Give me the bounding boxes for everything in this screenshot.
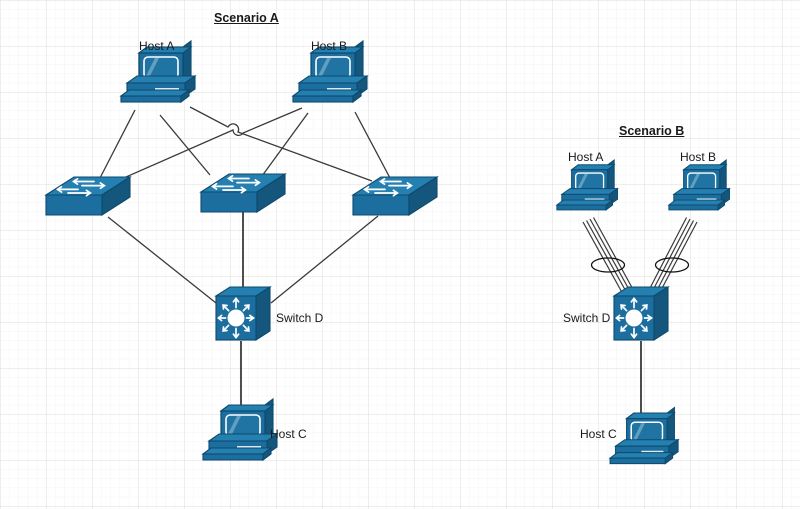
label-a-host-b: Host B xyxy=(311,39,348,53)
aggregation-marker-b xyxy=(654,257,690,273)
label-b-host-a: Host A xyxy=(568,150,604,164)
bundle-host-a-switch-d xyxy=(582,217,636,297)
bundle-host-b-switch-d xyxy=(647,217,698,295)
label-a-switch-d: Switch D xyxy=(276,311,324,325)
scenario-a-title: Scenario A xyxy=(214,11,279,25)
node-a-switch-d[interactable] xyxy=(215,286,271,341)
label-a-host-a: Host A xyxy=(139,39,175,53)
link-host-a-switch-1 xyxy=(99,109,136,179)
link-switch-1-switch-d xyxy=(107,216,217,304)
label-a-host-c: Host C xyxy=(270,427,307,441)
link-host-b-switch-2 xyxy=(261,112,309,177)
link-switch-3-switch-d xyxy=(270,215,379,304)
scenario-b-links xyxy=(582,217,698,422)
scenario-b-title: Scenario B xyxy=(619,124,685,138)
link-host-a-switch-3 xyxy=(189,106,373,182)
link-host-b-switch-3 xyxy=(354,111,391,179)
link-host-b-switch-1 xyxy=(125,107,303,178)
node-b-switch-d[interactable] xyxy=(613,286,669,341)
link-host-a-switch-2 xyxy=(159,114,211,176)
label-b-host-b: Host B xyxy=(680,150,717,164)
aggregation-marker-a xyxy=(590,257,626,273)
label-b-host-c: Host C xyxy=(580,427,617,441)
label-b-switch-d: Switch D xyxy=(563,311,611,325)
scenario-a-links xyxy=(99,106,391,412)
